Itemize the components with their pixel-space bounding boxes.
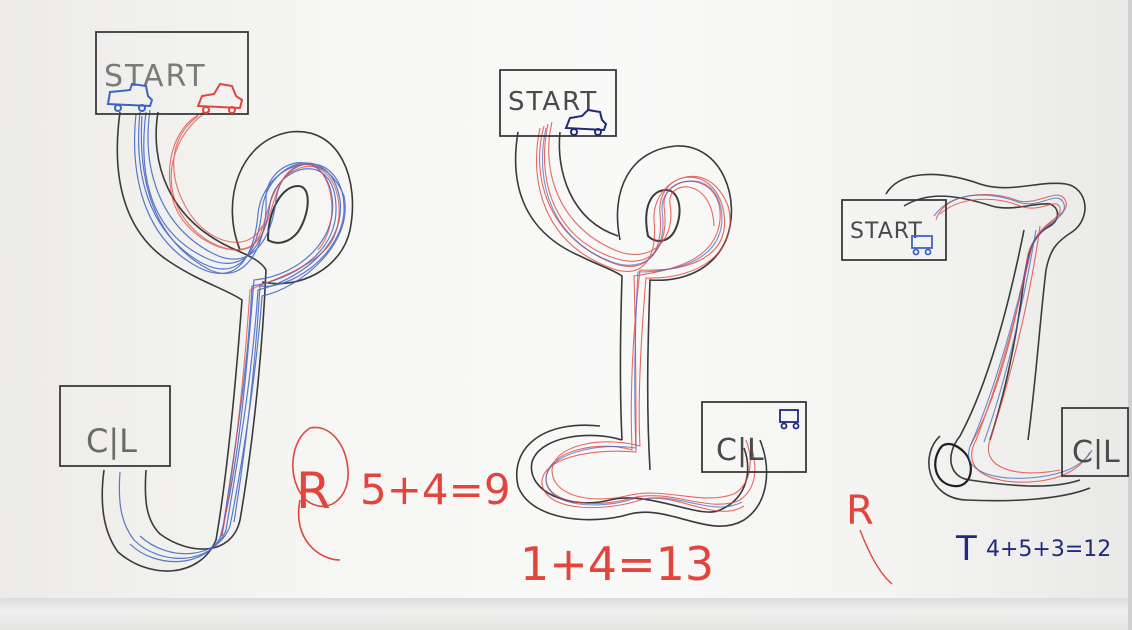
track-2-blue-lines: [542, 128, 742, 507]
red-r-1: R: [296, 462, 331, 520]
track-3-outline-top: [886, 175, 1085, 440]
track-3-outline-inner: [904, 196, 1058, 440]
red-r-2-tail: [860, 530, 892, 584]
track-2: START C|L: [500, 70, 806, 526]
track-2-finish-label: C|L: [716, 433, 764, 468]
red-sum-1: 5+4=9: [360, 465, 511, 514]
track-1-outline-outer: [102, 112, 242, 571]
track-2-outline-inner: [559, 132, 618, 236]
track-3-finish-label: C|L: [1072, 435, 1120, 470]
red-sum-2: 1+4=13: [520, 537, 714, 591]
track-1-outline-inner: [145, 112, 266, 549]
navy-sum: 4+5+3=12: [986, 537, 1111, 562]
red-r-2: R: [846, 488, 874, 534]
track-2-outline-outer: [516, 132, 622, 440]
navy-t: T: [955, 529, 977, 569]
track-1-start-label: START: [104, 59, 207, 94]
track-3: START C|L: [842, 175, 1128, 501]
track-3-blue-lines: [934, 195, 1092, 478]
track-1-loop-outline: [232, 132, 352, 284]
track-3-red-lines: [936, 195, 1090, 483]
forklift-icon: [780, 410, 799, 429]
track-1-finish-label: C|L: [86, 422, 137, 460]
